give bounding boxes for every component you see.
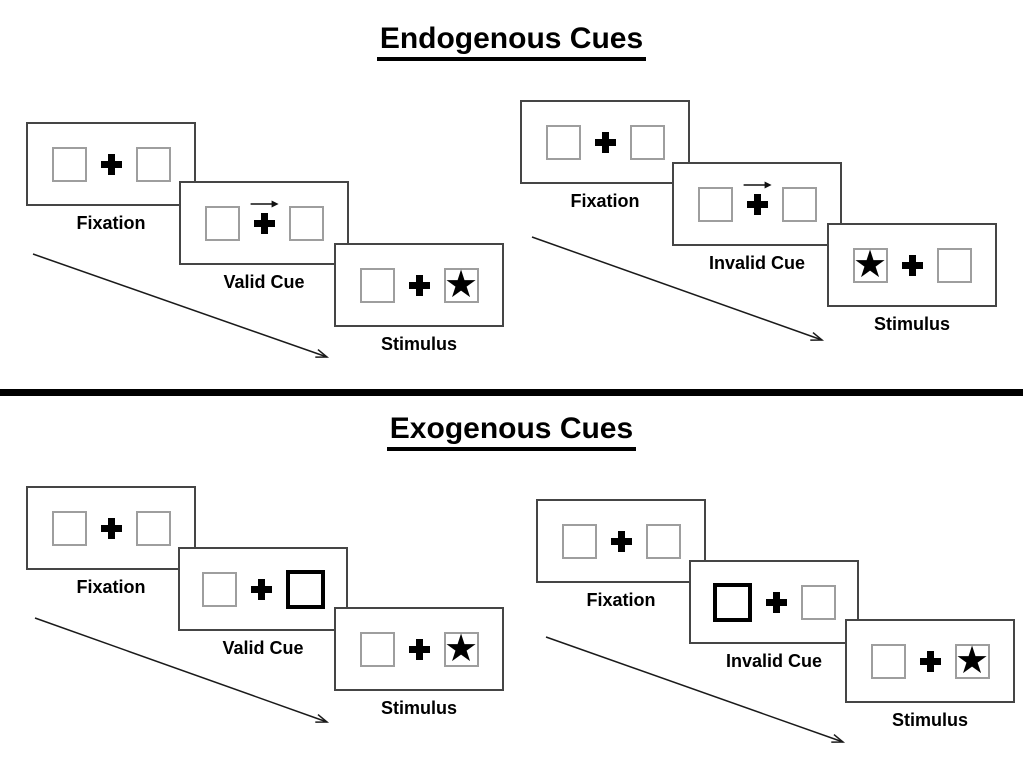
left-placeholder-box xyxy=(359,267,395,303)
endo-invalid-stimulus-step: ★ Stimulus xyxy=(827,223,997,335)
endo-valid-stimulus-step: ★ Stimulus xyxy=(334,243,504,355)
right-placeholder-box xyxy=(135,510,171,546)
right-target-box: ★ xyxy=(443,261,479,306)
exo-valid-cue-step: Valid Cue xyxy=(178,547,348,659)
valid-cue-label: Valid Cue xyxy=(223,272,305,292)
left-placeholder-box xyxy=(545,124,581,160)
fixation-cross-icon xyxy=(901,254,923,276)
fixation-panel xyxy=(26,122,196,206)
right-placeholder-box xyxy=(781,186,817,222)
fixation-panel xyxy=(536,499,706,583)
left-placeholder-box xyxy=(201,571,237,607)
fixation-cross-icon xyxy=(100,517,122,539)
left-placeholder-box xyxy=(51,510,87,546)
valid-cue-panel xyxy=(178,547,348,631)
invalid-cue-panel xyxy=(689,560,859,644)
right-placeholder-box xyxy=(800,584,836,620)
fixation-cross-icon xyxy=(408,274,430,296)
fixation-label: Fixation xyxy=(76,577,146,597)
right-placeholder-box xyxy=(645,523,681,559)
stimulus-label: Stimulus xyxy=(380,334,457,354)
fixation-cross-icon xyxy=(594,131,616,153)
left-highlighted-cue-box xyxy=(712,582,752,622)
right-arrow-icon xyxy=(250,200,279,207)
endogenous-section-title: Endogenous Cues xyxy=(0,22,1023,61)
exo-valid-stimulus-step: ★ Stimulus xyxy=(334,607,504,719)
endo-invalid-cue-step: Invalid Cue xyxy=(672,162,842,274)
right-target-box: ★ xyxy=(443,625,479,670)
valid-cue-label: Valid Cue xyxy=(222,638,304,658)
fixation-label: Fixation xyxy=(570,191,640,211)
star-target-icon: ★ xyxy=(852,241,888,286)
right-placeholder-box xyxy=(629,124,665,160)
fixation-cross-icon xyxy=(408,638,430,660)
left-placeholder-box xyxy=(204,205,240,241)
endo-invalid-fixation-step: Fixation xyxy=(520,100,690,212)
exogenous-title-text: Exogenous Cues xyxy=(386,412,637,451)
stimulus-panel: ★ xyxy=(845,619,1015,703)
left-placeholder-box xyxy=(697,186,733,222)
right-placeholder-box xyxy=(288,205,324,241)
endo-valid-cue-step: Valid Cue xyxy=(179,181,349,293)
right-placeholder-box xyxy=(135,146,171,182)
star-target-icon: ★ xyxy=(443,625,479,670)
stimulus-label: Stimulus xyxy=(891,710,968,730)
fixation-cross-icon xyxy=(765,591,787,613)
exo-invalid-stimulus-step: ★ Stimulus xyxy=(845,619,1015,731)
right-target-box: ★ xyxy=(954,637,990,682)
right-arrow-icon xyxy=(743,181,772,188)
left-placeholder-box xyxy=(51,146,87,182)
valid-cue-panel xyxy=(179,181,349,265)
fixation-cross-icon xyxy=(746,193,768,215)
endo-valid-fixation-step: Fixation xyxy=(26,122,196,234)
stimulus-panel: ★ xyxy=(827,223,997,307)
fixation-cross-icon xyxy=(610,530,632,552)
stimulus-label: Stimulus xyxy=(380,698,457,718)
fixation-cross-icon xyxy=(250,578,272,600)
fixation-label: Fixation xyxy=(76,213,146,233)
stimulus-panel: ★ xyxy=(334,243,504,327)
fixation-cross-icon xyxy=(919,650,941,672)
star-target-icon: ★ xyxy=(443,261,479,306)
exo-invalid-fixation-step: Fixation xyxy=(536,499,706,611)
exo-valid-fixation-step: Fixation xyxy=(26,486,196,598)
invalid-cue-panel xyxy=(672,162,842,246)
fixation-cross-icon xyxy=(100,153,122,175)
invalid-cue-label: Invalid Cue xyxy=(725,651,823,671)
fixation-panel xyxy=(520,100,690,184)
fixation-panel xyxy=(26,486,196,570)
exo-invalid-cue-step: Invalid Cue xyxy=(689,560,859,672)
left-target-box: ★ xyxy=(852,241,888,286)
endogenous-title-text: Endogenous Cues xyxy=(376,22,647,61)
invalid-cue-label: Invalid Cue xyxy=(708,253,806,273)
fixation-label: Fixation xyxy=(586,590,656,610)
left-placeholder-box xyxy=(870,643,906,679)
stimulus-label: Stimulus xyxy=(873,314,950,334)
left-placeholder-box xyxy=(561,523,597,559)
fixation-cross-icon xyxy=(253,212,275,234)
left-placeholder-box xyxy=(359,631,395,667)
stimulus-panel: ★ xyxy=(334,607,504,691)
exogenous-section-title: Exogenous Cues xyxy=(0,412,1023,451)
right-placeholder-box xyxy=(936,247,972,283)
right-highlighted-cue-box xyxy=(285,569,325,609)
section-divider xyxy=(0,389,1023,396)
star-target-icon: ★ xyxy=(954,637,990,682)
